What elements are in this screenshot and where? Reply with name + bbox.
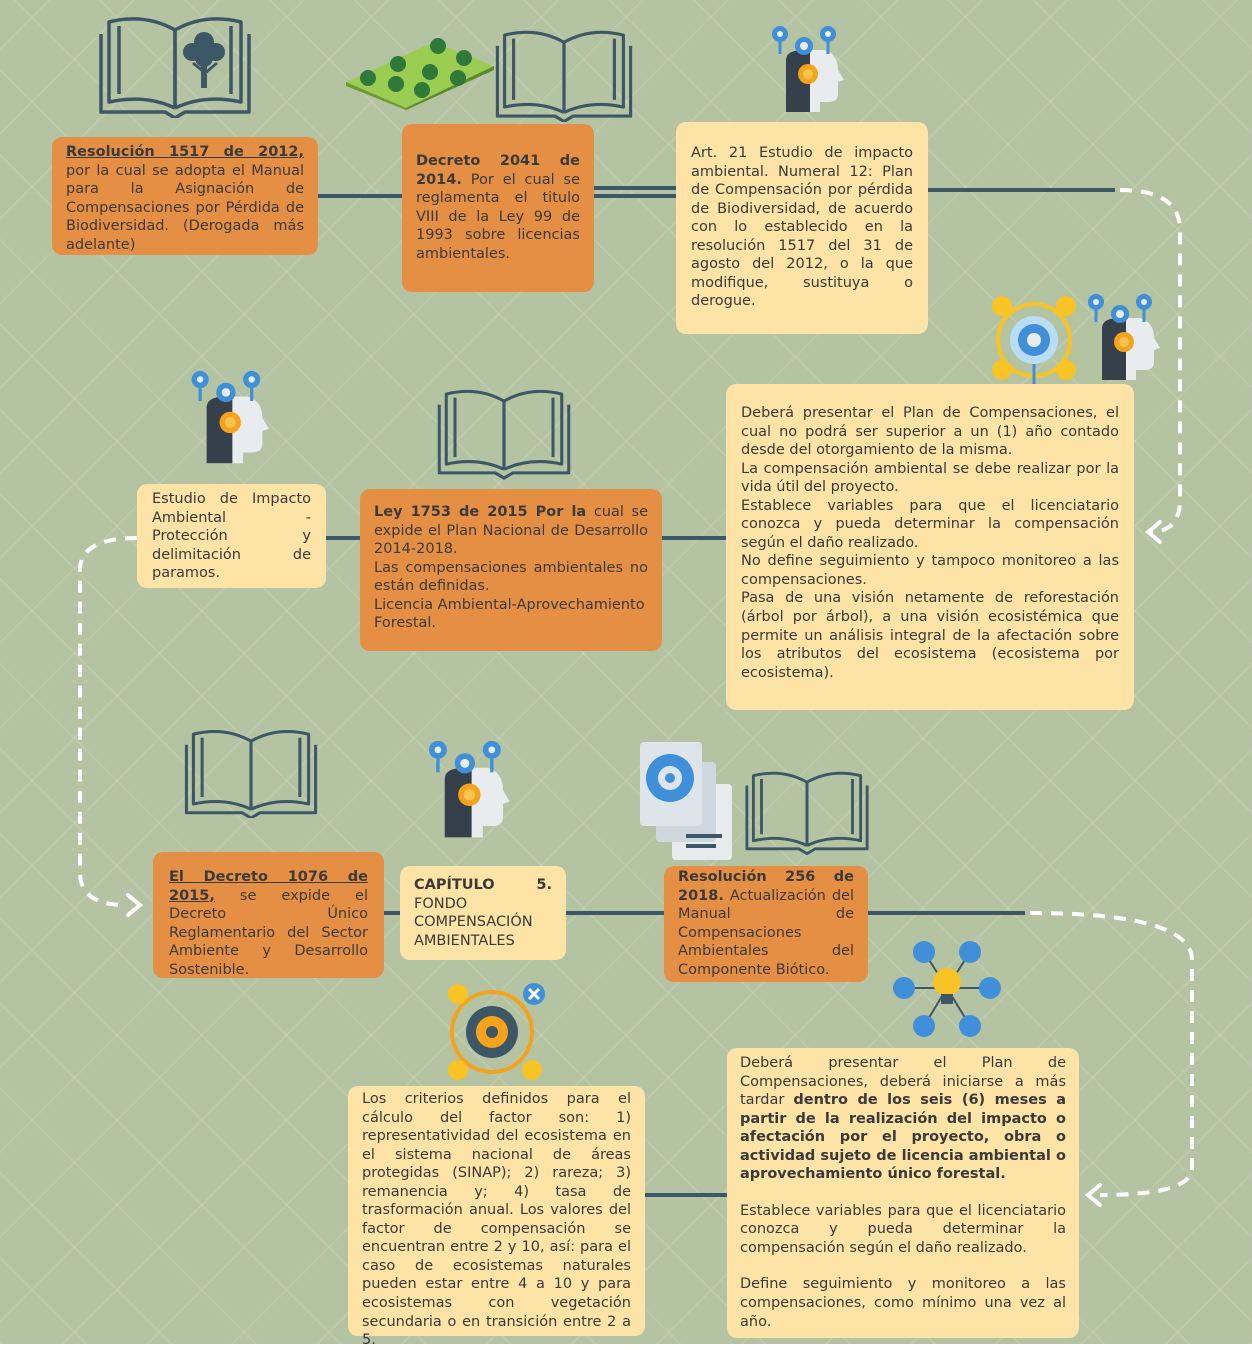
estudio-impacto-box: Estudio de Impacto Ambiental - Protecció… (137, 484, 326, 588)
plan-compensaciones-box-2: Deberá presentar el Plan de Compensacion… (727, 1048, 1079, 1338)
book-icon (184, 729, 318, 818)
estudio-impacto-text: Estudio de Impacto Ambiental - Protecció… (152, 491, 311, 582)
ley-1753-box: Ley 1753 de 2015 Por la cual se expide e… (360, 489, 662, 651)
art21-text: Art. 21 Estudio de impacto ambiental. Nu… (691, 145, 913, 310)
resolucion-1517-box: Resolución 1517 de 2012, por la cual se … (52, 137, 318, 255)
decreto-1076-text: se expide el Decreto Único Reglamentario… (169, 887, 368, 978)
resolucion-1517-title: Resolución 1517 de 2012, (66, 144, 304, 160)
decreto-2041-title: Decreto 2041 de 2014. (416, 153, 580, 188)
decreto-2041-text: Por el cual se reglamenta el titulo VIII… (416, 171, 580, 262)
lightbulb-network-icon (893, 941, 1001, 1037)
criterios-box: Los criterios definidos para el cálculo … (348, 1086, 645, 1348)
trees-field-icon (346, 38, 494, 110)
plan2-intro: Deberá presentar el Plan de Compensacion… (740, 1055, 1066, 1109)
gear-cycle-icon (448, 983, 545, 1080)
plan1-line-4: No define seguimiento y tampoco monitore… (741, 553, 1119, 588)
head-gears-icon (1088, 294, 1160, 380)
criterios-text: Los criterios definidos para el cálculo … (362, 1091, 631, 1349)
document-gear-icon (640, 742, 732, 860)
capitulo-5-box: CAPÍTULO 5. FONDO COMPENSACIÓN AMBIENTAL… (400, 866, 566, 960)
decreto-1076-box: El Decreto 1076 de 2015, se expide el De… (153, 852, 384, 978)
plan2-paragraph-2: Establece variables para que el licencia… (740, 1202, 1066, 1256)
plan1-line-2: La compensación ambiental se debe realiz… (741, 460, 1119, 496)
dashed-arrow-right-2 (1029, 911, 1194, 1197)
book-icon (437, 389, 571, 480)
plan2-paragraph-3: Define seguimiento y monitoreo a las com… (740, 1276, 1066, 1330)
book-icon (99, 17, 251, 118)
plan1-line-1: Deberá presentar el Plan de Compensacion… (741, 405, 1119, 459)
plan2-highlight: dentro de los seis (6) meses a partir de… (740, 1092, 1066, 1183)
tree-icon (183, 32, 225, 88)
book-icon (745, 771, 869, 856)
ley-1753-text: cual se expide el Plan Nacional de Desar… (374, 504, 648, 558)
head-gears-icon (772, 26, 844, 112)
resolucion-256-title: Resolución 256 de 2018. (678, 869, 854, 904)
decreto-1076-title: El Decreto 1076 de 2015, (169, 869, 368, 904)
target-network-icon (992, 296, 1076, 384)
capitulo-5-text: FONDO COMPENSACIÓN AMBIENTALES (414, 895, 533, 949)
resolucion-256-text: Actualización del Manual de Compensacion… (678, 887, 854, 978)
resolucion-256-box: Resolución 256 de 2018. Actualización de… (664, 866, 868, 982)
dashed-arrow-left (78, 536, 138, 907)
resolucion-1517-text: por la cual se adopta el Manual para la … (66, 162, 304, 253)
decreto-2041-box: Decreto 2041 de 2014. Por el cual se reg… (402, 124, 594, 292)
ley-1753-title: Ley 1753 de 2015 Por la (374, 504, 587, 520)
ley-1753-line-2: Licencia Ambiental-Aprovechamiento Fores… (374, 596, 645, 632)
plan-compensaciones-box-1: Deberá presentar el Plan de Compensacion… (726, 384, 1134, 710)
ley-1753-line-1: Las compensaciones ambientales no están … (374, 559, 648, 595)
dashed-arrow-right-1 (1119, 188, 1182, 534)
art21-box: Art. 21 Estudio de impacto ambiental. Nu… (676, 122, 928, 334)
head-gears-icon (428, 740, 510, 838)
book-icon (495, 30, 633, 122)
head-gears-icon (191, 370, 269, 464)
capitulo-5-title: CAPÍTULO 5. (414, 877, 552, 893)
plan1-line-3: Establece variables para que el licencia… (741, 497, 1119, 551)
plan1-line-5: Pasa de una visión netamente de reforest… (741, 590, 1119, 681)
